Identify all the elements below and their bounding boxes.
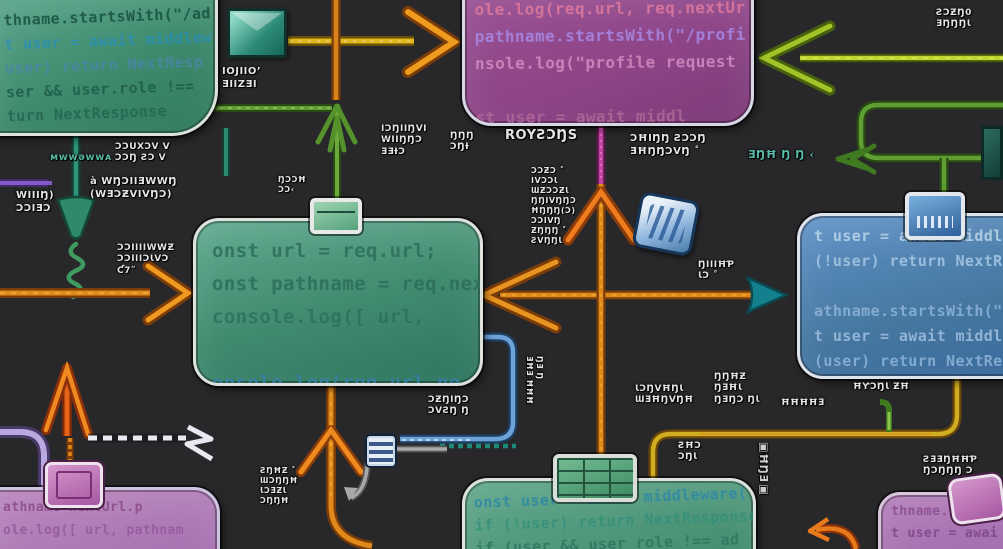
pipe-lavender-elbow <box>0 426 50 490</box>
code-line: console.log([ url, <box>212 306 426 328</box>
mail-icon-partial <box>981 126 1003 180</box>
code-line: (user) <box>891 545 1003 549</box>
code-block: t user = await middlew(!user) return Nex… <box>800 216 1003 376</box>
chart-icon <box>905 192 965 240</box>
code-line <box>814 274 1003 299</box>
code-line: nsole.log("profile request <box>474 51 736 74</box>
arrow-center-double <box>477 256 790 334</box>
code-line: onsole.log(req.url ne <box>212 372 461 386</box>
dice-icon <box>631 190 701 258</box>
pipe-teal-stub-bell <box>56 128 230 300</box>
arrow-white-dashed <box>88 424 214 462</box>
mail-icon <box>227 8 287 58</box>
arrow-flame-up <box>41 360 93 468</box>
code-block: athname nextUrl.p ole.log([ url, pathnam <box>0 490 217 548</box>
code-block: onst url = req.url; onst pathname = req.n… <box>196 221 483 386</box>
node-log-url[interactable]: athname nextUrl.p ole.log([ url, pathnam <box>0 487 220 549</box>
node-parse-url[interactable]: onst url = req.url; onst pathname = req.n… <box>193 218 483 386</box>
code-block: ole.log(req.url, req.nextUr pathname.star… <box>465 0 751 126</box>
arrow-bottomright-hook <box>807 517 861 549</box>
arrow-topright-left <box>758 20 1003 96</box>
pipe-mail-to-profile <box>288 6 460 78</box>
code-line: t user = await middle <box>814 327 1003 345</box>
code-line: (!user) return NextResp <box>814 252 1003 270</box>
code-line: ole.log([ url, pathnam <box>3 523 184 538</box>
code-line: ole.log(req.url, req.nextUr <box>474 0 746 20</box>
code-line: pathname.startsWith("/profi <box>474 24 746 47</box>
code-line: onst pathname = req.nex <box>212 273 483 295</box>
code-line: st user = await middl <box>475 106 687 126</box>
code-line <box>475 75 741 104</box>
tab-icon-left <box>45 462 103 508</box>
code-line <box>212 334 464 367</box>
pipe-top-fork <box>315 0 358 200</box>
node-profile-route[interactable]: ole.log(req.url, req.nextUr pathname.star… <box>462 0 754 126</box>
card-icon <box>310 198 362 234</box>
module-icon <box>367 436 395 466</box>
pipe-bottom-horizontal <box>648 372 962 478</box>
code-line: (user) return NextRes <box>814 352 1003 370</box>
tab-icon-right <box>947 472 1003 526</box>
code-line: onst url = req.url; <box>212 240 437 262</box>
table-icon <box>553 454 637 502</box>
arrow-into-parse-card <box>0 260 194 326</box>
pipe-below-parse-card <box>296 380 373 549</box>
pipe-center-vertical <box>562 120 640 478</box>
node-auth-check[interactable]: t user = await middlew(!user) return Nex… <box>797 213 1003 379</box>
code-line: athname.startsWith("/ad <box>814 302 1003 320</box>
pipe-green-uturn <box>835 100 1003 194</box>
code-line: athname nextUrl.p <box>3 500 143 515</box>
pipe-blue-elbow <box>400 332 518 444</box>
code-line: t user = awai <box>891 526 998 541</box>
